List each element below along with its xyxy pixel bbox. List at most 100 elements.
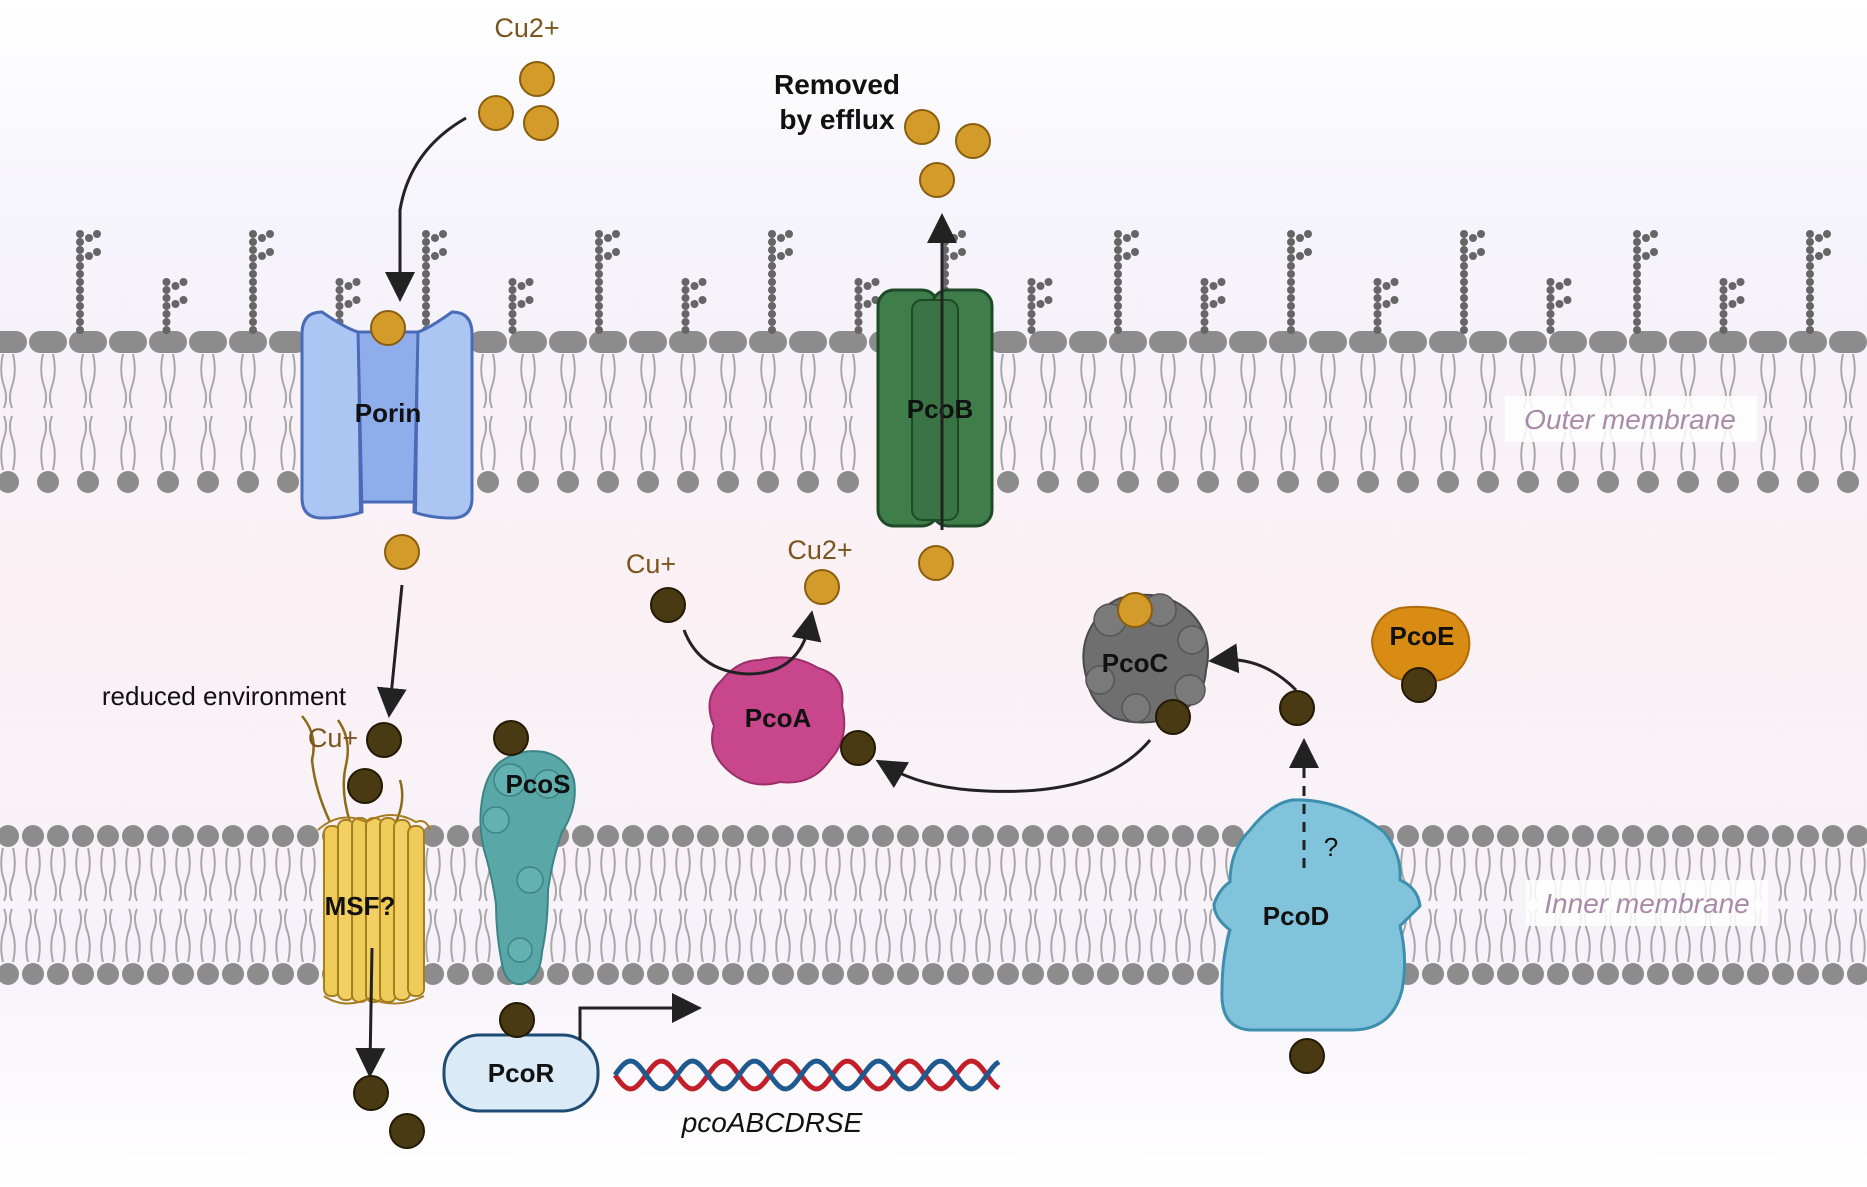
lipid-head	[1772, 963, 1794, 985]
lps-sugar	[1287, 326, 1295, 334]
lipid-tail	[729, 353, 736, 409]
lps-head	[509, 331, 547, 353]
dna-strand-red	[612, 1058, 1001, 1092]
lipid-tail	[734, 908, 741, 963]
lps-sugar	[1373, 294, 1382, 302]
lipid-tail	[569, 415, 576, 471]
lipid-tail	[729, 415, 736, 471]
lps-sugar	[431, 252, 439, 260]
cu1-ion	[1401, 667, 1437, 703]
lipid-tail	[9, 415, 16, 471]
lipid-head	[837, 471, 859, 493]
lps-sugar	[1806, 262, 1814, 270]
lps-sugar	[681, 310, 690, 318]
lps-sugar	[1036, 300, 1045, 308]
lps-sugar	[612, 248, 620, 256]
lps-sugar	[76, 238, 84, 246]
lipid-head	[1422, 963, 1444, 985]
lipid-tail	[834, 908, 841, 963]
lipid-tail	[1800, 908, 1807, 963]
lipid-tail	[475, 908, 482, 963]
lipid-head	[1677, 471, 1699, 493]
cu1-ion	[353, 1075, 389, 1111]
lps-sugar	[1036, 282, 1045, 290]
lps-sugar	[352, 278, 361, 286]
lps-sugar	[1806, 302, 1814, 310]
lipid-tail	[1100, 847, 1107, 902]
lipid-head	[1172, 825, 1194, 847]
lipid-head	[1037, 471, 1059, 493]
lipid-head	[1047, 963, 1069, 985]
lps-sugar	[1027, 310, 1036, 318]
lps-sugar	[612, 230, 620, 238]
lps-sugar	[508, 326, 517, 334]
lipid-tail	[600, 353, 607, 409]
lipid-head	[247, 963, 269, 985]
lipid-tail	[1475, 908, 1482, 963]
lps-sugar	[508, 318, 517, 326]
lps-sugar	[422, 286, 430, 294]
lipid-head	[797, 963, 819, 985]
lipid-head	[47, 963, 69, 985]
lipid-tail	[1775, 908, 1782, 963]
lps-sugar	[1633, 254, 1641, 262]
lps-sugar	[344, 282, 353, 290]
lipid-head	[1072, 963, 1094, 985]
msf-label: MSF?	[325, 891, 396, 921]
lipid-tail	[1129, 353, 1136, 409]
lps-head	[189, 331, 227, 353]
arrow-pcoc-to-pcoa	[875, 739, 1152, 793]
lipid-tail	[1425, 847, 1432, 902]
lps-sugar	[698, 296, 707, 304]
lipid-tail	[750, 847, 757, 902]
cu2-ion	[919, 162, 955, 198]
lps-sugar	[76, 246, 84, 254]
lipid-tail	[1850, 908, 1857, 963]
lps-sugar	[1114, 302, 1122, 310]
lipid-tail	[1129, 415, 1136, 471]
lps-sugar	[1131, 248, 1139, 256]
lipid-tail	[234, 908, 241, 963]
lipid-head	[1597, 963, 1619, 985]
lps-sugar	[595, 238, 603, 246]
lipid-tail	[560, 415, 567, 471]
pcod-label: PcoD	[1263, 901, 1329, 931]
lipid-tail	[675, 847, 682, 902]
lps-sugar	[1719, 294, 1728, 302]
lps-sugar	[1728, 282, 1737, 290]
lipid-tail	[1125, 908, 1132, 963]
lipid-tail	[675, 908, 682, 963]
lps-head	[1589, 331, 1627, 353]
lps-sugar	[1469, 234, 1477, 242]
lps-sugar	[1287, 294, 1295, 302]
lipid-tail	[1169, 415, 1176, 471]
lipid-tail	[909, 847, 916, 902]
lipid-tail	[1075, 908, 1082, 963]
lipid-tail	[734, 847, 741, 902]
lipid-head	[847, 963, 869, 985]
lps-sugar	[76, 270, 84, 278]
lps-sugar	[76, 294, 84, 302]
lps-sugar	[768, 302, 776, 310]
lipid-tail	[550, 908, 557, 963]
lps-sugar	[1114, 278, 1122, 286]
lipid-tail	[625, 908, 632, 963]
lipid-head	[422, 963, 444, 985]
lps-sugar	[1477, 230, 1485, 238]
lipid-tail	[1160, 353, 1167, 409]
lipid-head	[1447, 825, 1469, 847]
lps-sugar	[1114, 262, 1122, 270]
lipid-head	[597, 825, 619, 847]
lipid-tail	[1425, 908, 1432, 963]
lipid-tail	[1459, 847, 1466, 902]
lipid-tail	[760, 353, 767, 409]
lipid-tail	[120, 353, 127, 409]
lipid-tail	[1120, 415, 1127, 471]
lps-sugar	[595, 254, 603, 262]
lipid-head	[1197, 471, 1219, 493]
lps-sugar	[517, 300, 526, 308]
lps-sugar	[1287, 262, 1295, 270]
lps-sugar	[1650, 248, 1658, 256]
lipid-tail	[800, 353, 807, 409]
lipid-tail	[1369, 353, 1376, 409]
